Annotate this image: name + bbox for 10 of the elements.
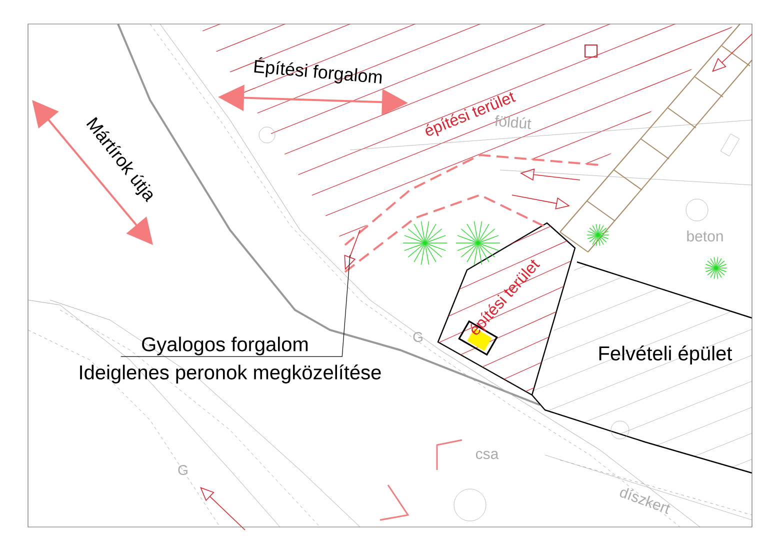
building-area: Felvételi épület: [599, 346, 732, 364]
map-text: G: [178, 465, 188, 475]
street-label: Építési forgalom: [254, 57, 382, 84]
map-text: G: [413, 332, 422, 342]
leader-line: [120, 254, 350, 357]
text-label: Gyalogos forgalom: [142, 336, 308, 356]
caption-text: Ideiglenes peronok megközelítése: [80, 364, 381, 384]
map-text: földút: [495, 115, 532, 130]
map-text: beton: [687, 230, 723, 242]
map-text: csa: [476, 450, 499, 460]
